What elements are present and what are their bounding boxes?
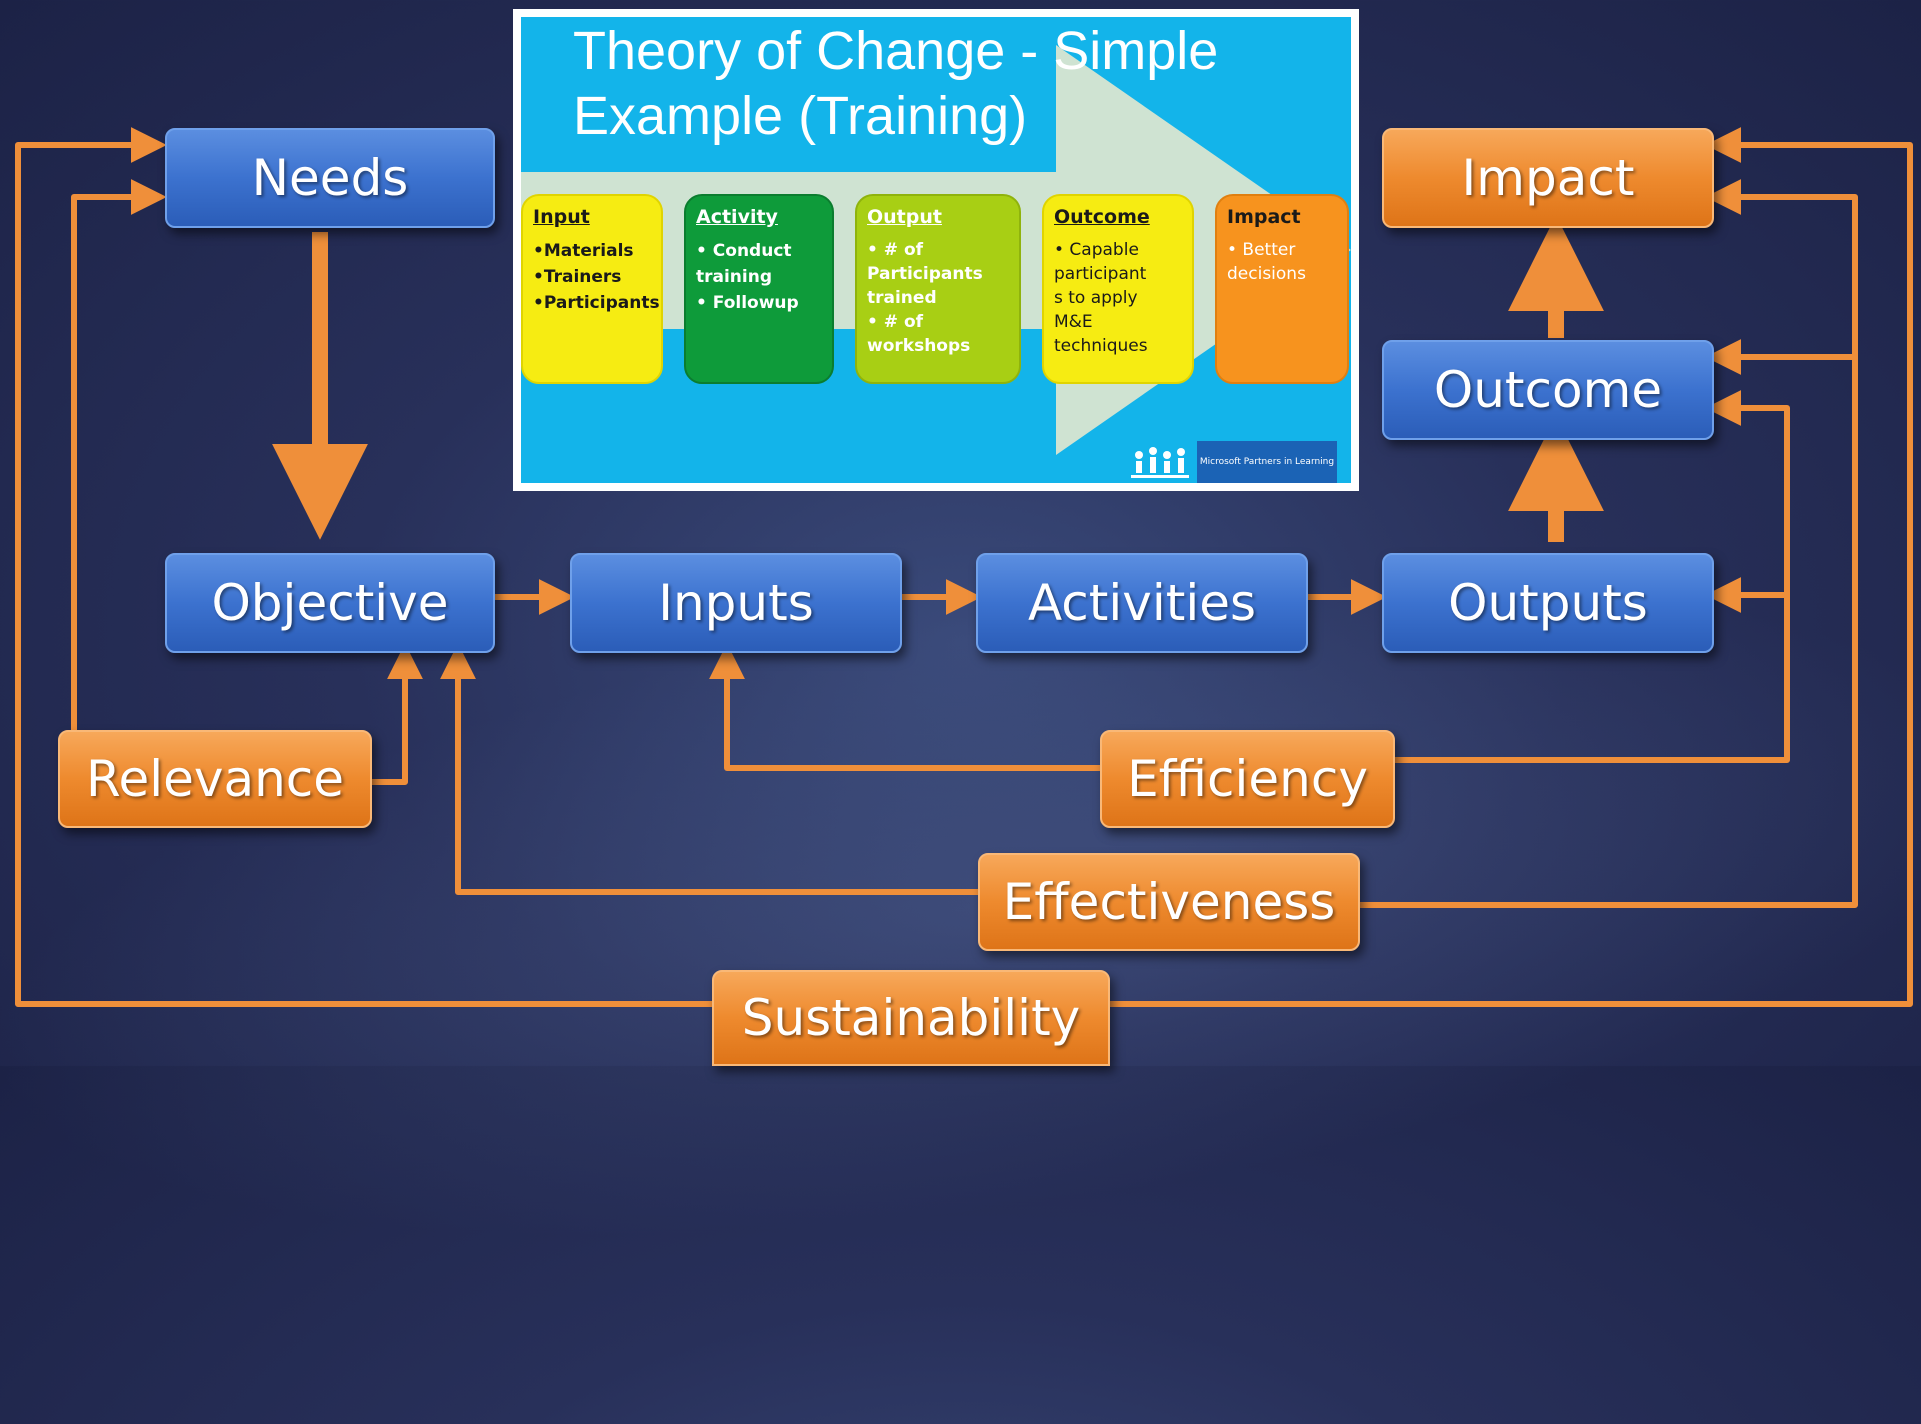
activity-card: Activity • Conduct training • Followup (684, 194, 834, 384)
activities-label: Activities (1027, 574, 1257, 632)
sustainability-label: Sustainability (741, 989, 1081, 1047)
effectiveness-label: Effectiveness (1002, 873, 1336, 931)
activities-box: Activities (976, 553, 1308, 653)
outputs-box: Outputs (1382, 553, 1714, 653)
list-item: • Followup (696, 293, 799, 313)
effectiveness-box: Effectiveness (978, 853, 1360, 951)
impact-card-title: Impact (1227, 206, 1301, 228)
slide-canvas: Theory of Change - Simple Example (Train… (521, 17, 1351, 483)
relevance-label: Relevance (85, 750, 345, 808)
list-item: • # of Participants trained (867, 240, 983, 308)
outcome-card-title: Outcome (1054, 206, 1150, 228)
sustainability-box: Sustainability (712, 970, 1110, 1066)
theory-of-change-diagram: Needs Objective Inputs Activities Output… (0, 9, 1921, 1424)
effectiveness-to-impact-line (1360, 179, 1858, 908)
slide-title: Theory of Change - Simple Example (Train… (573, 21, 1219, 146)
needs-label: Needs (251, 149, 409, 207)
list-item: •Participants (533, 293, 660, 313)
outputs-label: Outputs (1448, 574, 1648, 632)
outcome-box: Outcome (1382, 340, 1714, 440)
impact-label: Impact (1461, 149, 1635, 207)
list-item: • Better decisions (1227, 240, 1306, 284)
list-item: • Capable participant s to apply M&E tec… (1054, 240, 1148, 356)
inputs-label: Inputs (658, 574, 814, 632)
outcome-label: Outcome (1433, 361, 1663, 419)
input-card: Input •Materials •Trainers •Participants (521, 194, 663, 384)
impact-card: Impact • Better decisions (1215, 194, 1349, 384)
sustainability-to-needs-line (15, 127, 712, 1007)
input-card-title: Input (533, 206, 590, 228)
activity-card-title: Activity (696, 206, 778, 228)
efficiency-to-inputs-line (709, 643, 1100, 771)
theory-of-change-slide: Theory of Change - Simple Example (Train… (513, 9, 1359, 491)
people-logo-icon (1131, 447, 1189, 478)
connector-layer (15, 127, 1913, 1007)
list-item: •Materials (533, 241, 634, 261)
effectiveness-to-objective-line (440, 643, 978, 895)
inputs-box: Inputs (570, 553, 902, 653)
list-item: •Trainers (533, 267, 622, 287)
relevance-box: Relevance (58, 730, 372, 828)
list-item: • # of workshops (867, 312, 971, 356)
objective-label: Objective (211, 574, 449, 632)
sustainability-to-impact-line (1110, 127, 1913, 1007)
output-card-title: Output (867, 206, 942, 228)
efficiency-label: Efficiency (1127, 750, 1368, 808)
relevance-to-needs-line (71, 179, 167, 732)
slide-footer-banner: Microsoft Partners in Learning (1197, 441, 1337, 483)
objective-box: Objective (165, 553, 495, 653)
relevance-to-objective-line (372, 643, 423, 785)
list-item: • Conduct training (696, 241, 792, 287)
efficiency-box: Efficiency (1100, 730, 1395, 828)
output-card: Output • # of Participants trained • # o… (855, 194, 1021, 384)
impact-box: Impact (1382, 128, 1714, 228)
outcome-card: Outcome • Capable participant s to apply… (1042, 194, 1194, 384)
needs-box: Needs (165, 128, 495, 228)
efficiency-to-outcome-line (1395, 390, 1790, 763)
